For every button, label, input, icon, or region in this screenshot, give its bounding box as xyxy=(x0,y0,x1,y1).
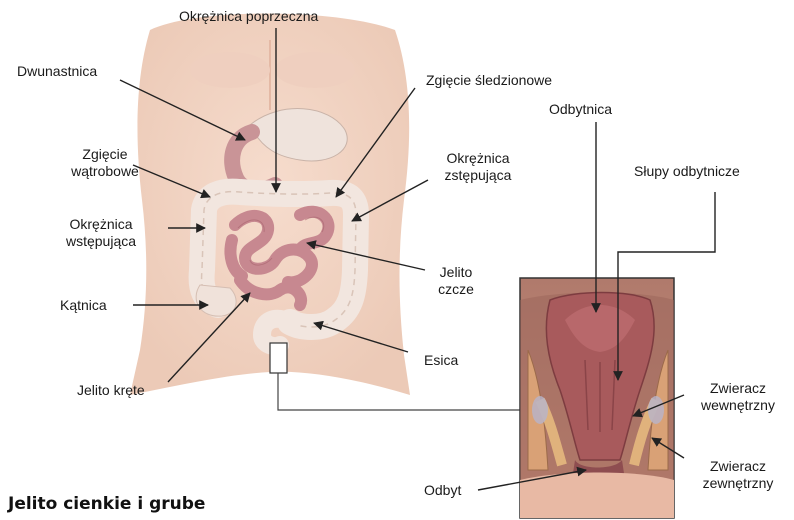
label-descending-colon-line1: Okrężnica xyxy=(423,150,533,167)
label-external-sphincter-line1: Zwieracz xyxy=(686,458,790,475)
label-ascending-colon: Okrężnica wstępująca xyxy=(46,216,156,250)
label-rectum: Odbytnica xyxy=(549,101,612,118)
label-transverse-colon: Okrężnica poprzeczna xyxy=(179,8,318,25)
label-anal-columns: Słupy odbytnicze xyxy=(634,163,740,180)
label-duodenum: Dwunastnica xyxy=(17,63,97,80)
label-external-sphincter: Zwieracz zewnętrzny xyxy=(686,458,790,492)
label-jejunum: Jelito czcze xyxy=(428,264,484,298)
label-hepatic-flexure: Zgięcie wątrobowe xyxy=(60,146,150,180)
label-hepatic-flexure-line2: wątrobowe xyxy=(60,163,150,180)
label-descending-colon: Okrężnica zstępująca xyxy=(423,150,533,184)
diagram-title: Jelito cienkie i grube xyxy=(8,494,205,514)
label-descending-colon-line2: zstępująca xyxy=(423,167,533,184)
label-ascending-colon-line2: wstępująca xyxy=(46,233,156,250)
label-internal-sphincter: Zwieracz wewnętrzny xyxy=(686,380,790,414)
label-anus: Odbyt xyxy=(424,482,461,499)
label-external-sphincter-line2: zewnętrzny xyxy=(686,475,790,492)
rectum-box-small xyxy=(270,343,287,373)
label-internal-sphincter-line1: Zwieracz xyxy=(686,380,790,397)
label-ileum: Jelito kręte xyxy=(77,382,145,399)
label-internal-sphincter-line2: wewnętrzny xyxy=(686,397,790,414)
label-cecum: Kątnica xyxy=(60,297,107,314)
label-splenic-flexure: Zgięcie śledzionowe xyxy=(426,72,552,89)
label-sigmoid: Esica xyxy=(424,352,458,369)
label-jejunum-line1: Jelito xyxy=(428,264,484,281)
label-jejunum-line2: czcze xyxy=(428,281,484,298)
label-ascending-colon-line1: Okrężnica xyxy=(46,216,156,233)
label-hepatic-flexure-line1: Zgięcie xyxy=(60,146,150,163)
